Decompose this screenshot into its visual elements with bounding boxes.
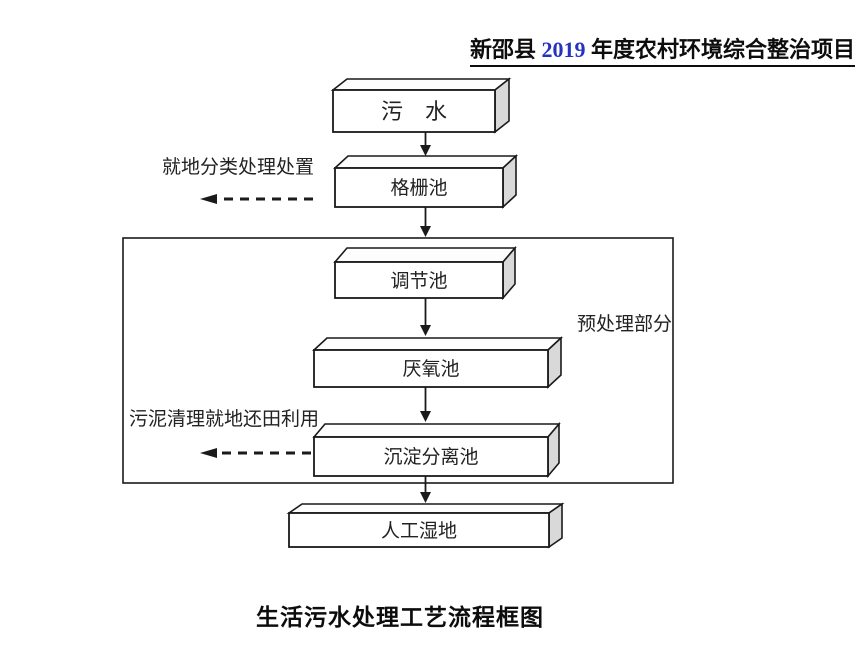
box-front-face [313, 436, 549, 477]
document-title-suffix: 年度农村环境综合整治项目 [585, 37, 855, 62]
node-chendianfenlichi-label: 沉淀分离池 [383, 446, 478, 468]
dashed-arrow-onsite-disposal [200, 194, 313, 204]
group-pretreatment-label: 预处理部分 [577, 313, 672, 335]
dashed-arrow-sludge-reuse [200, 448, 311, 458]
figure-caption: 生活污水处理工艺流程框图 [256, 605, 544, 630]
node-wushui-box: 污 水 [330, 77, 512, 134]
node-yanyangchi-box: 厌氧池 [311, 336, 564, 389]
box-top-face [312, 423, 561, 438]
box-front-face [334, 167, 504, 208]
group-pretreatment-frame [122, 237, 674, 484]
node-yanyangchi-label: 厌氧池 [402, 358, 459, 380]
box-front-face [313, 349, 549, 388]
document-title-year: 2019 [541, 37, 586, 62]
flow-arrow-1 [420, 132, 431, 156]
box-front-face [332, 89, 496, 133]
node-tiaojiechi-box: 调节池 [333, 245, 517, 301]
node-rengongshidi-box: 人工湿地 [286, 502, 565, 549]
box-top-face [311, 337, 564, 351]
flow-arrow-3 [420, 298, 431, 336]
box-top-face [330, 78, 512, 91]
node-tiaojiechi-label: 调节池 [390, 270, 447, 292]
box-top-face [286, 503, 565, 514]
node-geshanchi-label: 格栅池 [390, 177, 447, 199]
document-title: 新邵县 2019 年度农村环境综合整治项目 [469, 36, 855, 67]
box-top-face [333, 247, 517, 263]
branch-label-sludge-reuse: 污泥清理就地还田利用 [129, 408, 319, 430]
box-front-face [334, 261, 504, 299]
node-geshanchi-box: 格栅池 [332, 154, 519, 209]
branch-label-onsite-disposal: 就地分类处理处置 [162, 156, 314, 178]
node-wushui-label: 污 水 [381, 99, 447, 124]
box-top-face [332, 155, 519, 169]
flow-arrow-2 [420, 207, 431, 237]
flow-arrow-5 [420, 476, 431, 503]
node-chendianfenlichi-box: 沉淀分离池 [312, 421, 561, 479]
document-title-prefix: 新邵县 [469, 37, 542, 62]
flow-arrow-4 [420, 387, 431, 422]
box-front-face [288, 512, 550, 548]
node-rengongshidi-label: 人工湿地 [381, 520, 457, 542]
